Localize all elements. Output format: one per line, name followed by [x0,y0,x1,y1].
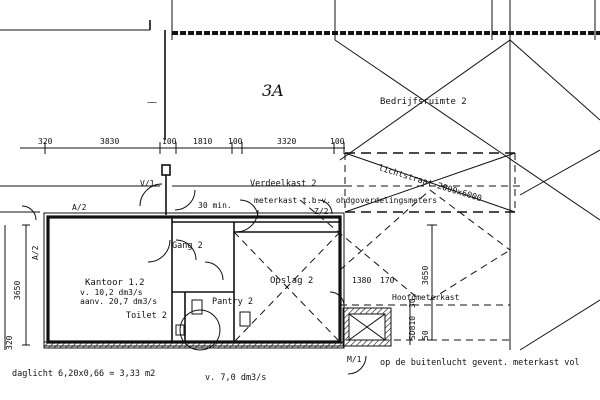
label-kantoor: Kantoor 1.2 [85,278,145,288]
dim-170: 170 [380,276,395,285]
dim-100-a: 100 [162,137,177,146]
label-m1: M/1 [347,355,362,364]
unit-number: 3A [262,81,284,100]
label-a2-left: A/2 [31,245,40,260]
dim-100-b: 100 [228,137,243,146]
dim-3830: 3830 [100,137,119,146]
label-toilet: Toilet 2 [126,311,167,321]
dim-30: 30 [408,298,417,308]
fixtures [175,299,251,336]
label-v1: V/1 [140,179,155,188]
dim-left-320: 320 [5,335,14,350]
label-opslag: Opslag 2 [270,276,313,286]
label-verdeelkast: Verdeelkast 2 [250,179,317,189]
dim-right-3650: 3650 [421,266,430,285]
dim-100-c: 100 [330,137,345,146]
top-boundary [0,0,600,350]
dim-1810: 1810 [193,137,212,146]
label-30min: 30 min. [198,201,232,210]
dim-3320: 3320 [277,137,296,146]
dim-1380: 1380 [352,276,371,285]
label-hoofdmeterkast: Hoofdmeterkast [392,293,460,302]
label-daglicht: daglicht 6,20x0,66 = 3,33 m2 [12,369,155,379]
bedrijfsruimte-diagonals [334,39,600,351]
label-z2: Z/2 [314,207,329,216]
dim-left-3650: 3650 [13,281,22,300]
label-kantoor-aanv: aanv. 20,7 dm3/s [80,297,157,306]
axis-mark: — [147,97,157,108]
column-post [149,20,171,215]
label-a2-top: A/2 [72,203,87,212]
top-dimension-line [20,142,345,154]
lichtstraat-lines [0,152,520,213]
label-pantry: Pantry 2 [212,297,253,307]
label-v-bottom: v. 7,0 dm3/s [205,373,266,383]
label-gang: Gang 2 [172,241,203,251]
left-dimensions [4,224,30,350]
dim-right-50: 50 [421,330,430,340]
bottom-wall [43,341,345,349]
label-kantoor-v: v. 10,2 dm3/s [80,288,143,297]
right-dimensions [409,224,437,345]
label-buitenlucht: op de buitenlucht gevent. meterkast vol [380,358,580,368]
dim-320-top: 320 [38,137,53,146]
label-meterkast: meterkast t.b.v. ohdgoverdelingsmeters [254,196,437,205]
doors [21,183,367,375]
hoofdmeterkast-box [342,307,392,347]
label-bedrijfsruimte: Bedrijfsruimte 2 [380,97,467,107]
dim-sd810: SD810 [408,316,417,340]
